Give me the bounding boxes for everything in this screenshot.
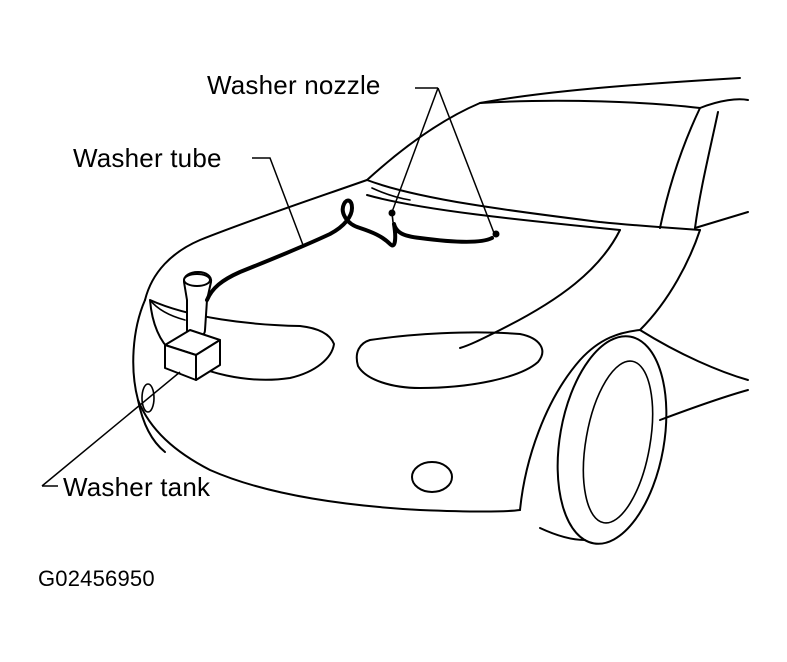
car-body — [132, 77, 749, 545]
washer-tube-illustration — [205, 198, 500, 302]
washer-nozzle-label: Washer nozzle — [207, 70, 381, 100]
leader-lines — [41, 87, 495, 487]
washer-tank-illustration — [164, 271, 221, 381]
figure-code: G02456950 — [38, 566, 155, 591]
washer-tube-label: Washer tube — [73, 143, 222, 173]
washer-tank-label: Washer tank — [63, 472, 211, 502]
